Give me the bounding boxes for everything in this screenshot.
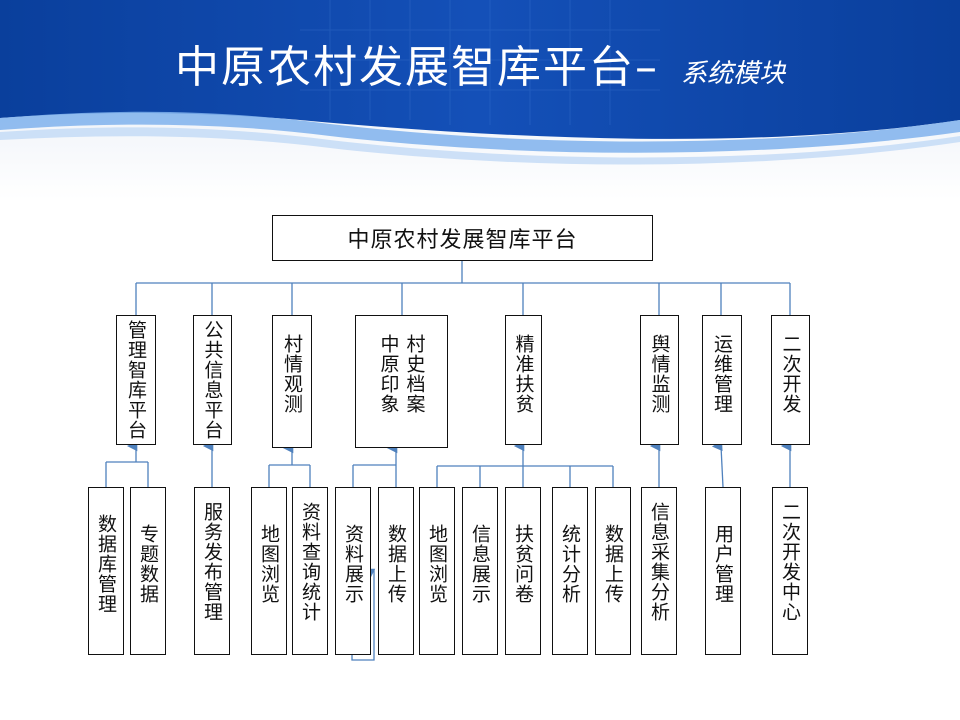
submodule-label: 信息展示 <box>469 524 491 604</box>
submodule-label: 地图浏览 <box>426 524 448 604</box>
submodule-statistical-analysis: 统计分析 <box>552 487 588 655</box>
submodule-map-browse: 地图浏览 <box>419 487 455 655</box>
submodule-info-display: 信息展示 <box>462 487 498 655</box>
module-label: 公共信息平台 <box>201 320 224 440</box>
submodule-label: 扶贫问卷 <box>512 524 534 604</box>
slide-title-main: 中原农村发展智库平台 <box>174 42 635 93</box>
root-node: 中原农村发展智库平台 <box>272 215 653 261</box>
module-label: 运维管理 <box>711 334 733 414</box>
submodule-data-upload: 数据上传 <box>378 487 414 655</box>
submodule-label: 资料展示 <box>342 524 364 604</box>
module-label: 精准扶贫 <box>512 334 535 414</box>
submodule-label: 数据上传 <box>385 524 407 604</box>
submodule-label: 服务发布管理 <box>201 502 223 622</box>
submodule-data-query-stats: 资料查询统计 <box>292 487 328 655</box>
module-label: 二次开发 <box>779 334 802 414</box>
slide-title-sub: 系统模块 <box>680 59 785 89</box>
submodule-data-display: 资料展示 <box>335 487 371 655</box>
submodule-label: 资料查询统计 <box>299 502 321 622</box>
module-label: 管理智库平台 <box>125 320 147 440</box>
submodule-label: 二次开发中心 <box>779 502 801 622</box>
submodule-poverty-survey: 扶贫问卷 <box>505 487 541 655</box>
slide-title-dash: – <box>634 42 659 93</box>
slide-title: 中原农村发展智库平台– 系统模块 <box>0 40 960 102</box>
submodule-secondary-dev-center: 二次开发中心 <box>772 487 808 655</box>
module-management-think-tank: 管理智库平台 <box>116 315 156 445</box>
header-banner <box>0 0 960 200</box>
module-operations: 运维管理 <box>702 315 742 445</box>
submodule-label: 信息采集分析 <box>648 502 670 622</box>
submodule-info-collection: 信息采集分析 <box>641 487 677 655</box>
module-secondary-dev: 二次开发 <box>771 315 810 445</box>
submodule-user-management: 用户管理 <box>705 487 741 655</box>
submodule-label: 统计分析 <box>559 524 581 604</box>
module-public-opinion: 舆情监测 <box>640 315 679 445</box>
submodule-label: 用户管理 <box>712 524 734 604</box>
module-label: 舆情监测 <box>648 334 671 414</box>
submodule-label: 专题数据 <box>137 524 159 604</box>
module-label: 村史档案中原印象 <box>377 334 426 414</box>
module-village-history: 村史档案中原印象 <box>355 315 448 448</box>
module-label: 村情观测 <box>281 334 303 414</box>
module-poverty-alleviation: 精准扶贫 <box>505 315 542 445</box>
submodule-service-publish: 服务发布管理 <box>194 487 230 655</box>
submodule-label: 地图浏览 <box>258 524 280 604</box>
submodule-map-browse: 地图浏览 <box>251 487 287 655</box>
submodule-label: 数据库管理 <box>95 514 117 614</box>
module-village-observation: 村情观测 <box>272 315 312 448</box>
submodule-topic-data: 专题数据 <box>130 487 166 655</box>
module-public-info: 公共信息平台 <box>193 315 232 445</box>
submodule-label: 数据上传 <box>602 524 624 604</box>
submodule-database-management: 数据库管理 <box>88 487 124 655</box>
submodule-data-upload: 数据上传 <box>595 487 631 655</box>
